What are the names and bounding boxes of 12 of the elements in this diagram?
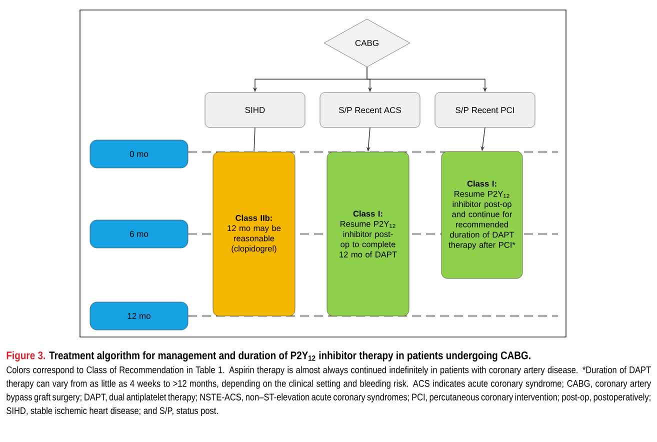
time-marker-box: 12 mo: [90, 302, 188, 330]
caption-text: Colors correspond to Class of Recommendation in Table 1. Aspirin therapy is almost always continued indefinitely in patients with coronary artery disease. *Duration of DAPT therapy can vary from as little as 4 weeks to >12 months, depending on the clinical setting and bleeding risk. ACS indicates acute coronary syndrome; CABG, coronary artery bypass graft surgery; DAPT, dual antiplatelet therapy; NSTE-ACS, non–ST-elevation acute coronary syndromes; PCI, percutaneous coronary intervention; post-op, postoperatively; SIHD, stable ischemic heart disease; and S/P, status post.: [6, 366, 652, 416]
recommendation-box: Class IIb: 12 mo may be reasonable (clopidogrel): [212, 152, 296, 316]
time-marker-box: 0 mo: [90, 140, 188, 168]
time-marker-box: 6 mo: [90, 220, 188, 248]
category-box: S/P Recent ACS: [320, 92, 420, 128]
figure-title: Treatment algorithm for management and duration of P2Y$_{12}$ inhibitor therapy in patients undergoing CABG.: [49, 351, 530, 362]
recommendation-box: Class I: Resume P2Y$_{12}$ inhibitor post-op to complete 12 mo of DAPT: [326, 152, 410, 316]
figure-label: Figure 3.: [6, 351, 45, 362]
category-box: S/P Recent PCI: [434, 92, 536, 128]
category-box: SIHD: [204, 92, 306, 128]
recommendation-box: Class I: Resume P2Y$_{12}$ inhibitor post-op and continue for recommended duration of DAPT therapy after PCI*: [441, 151, 523, 279]
